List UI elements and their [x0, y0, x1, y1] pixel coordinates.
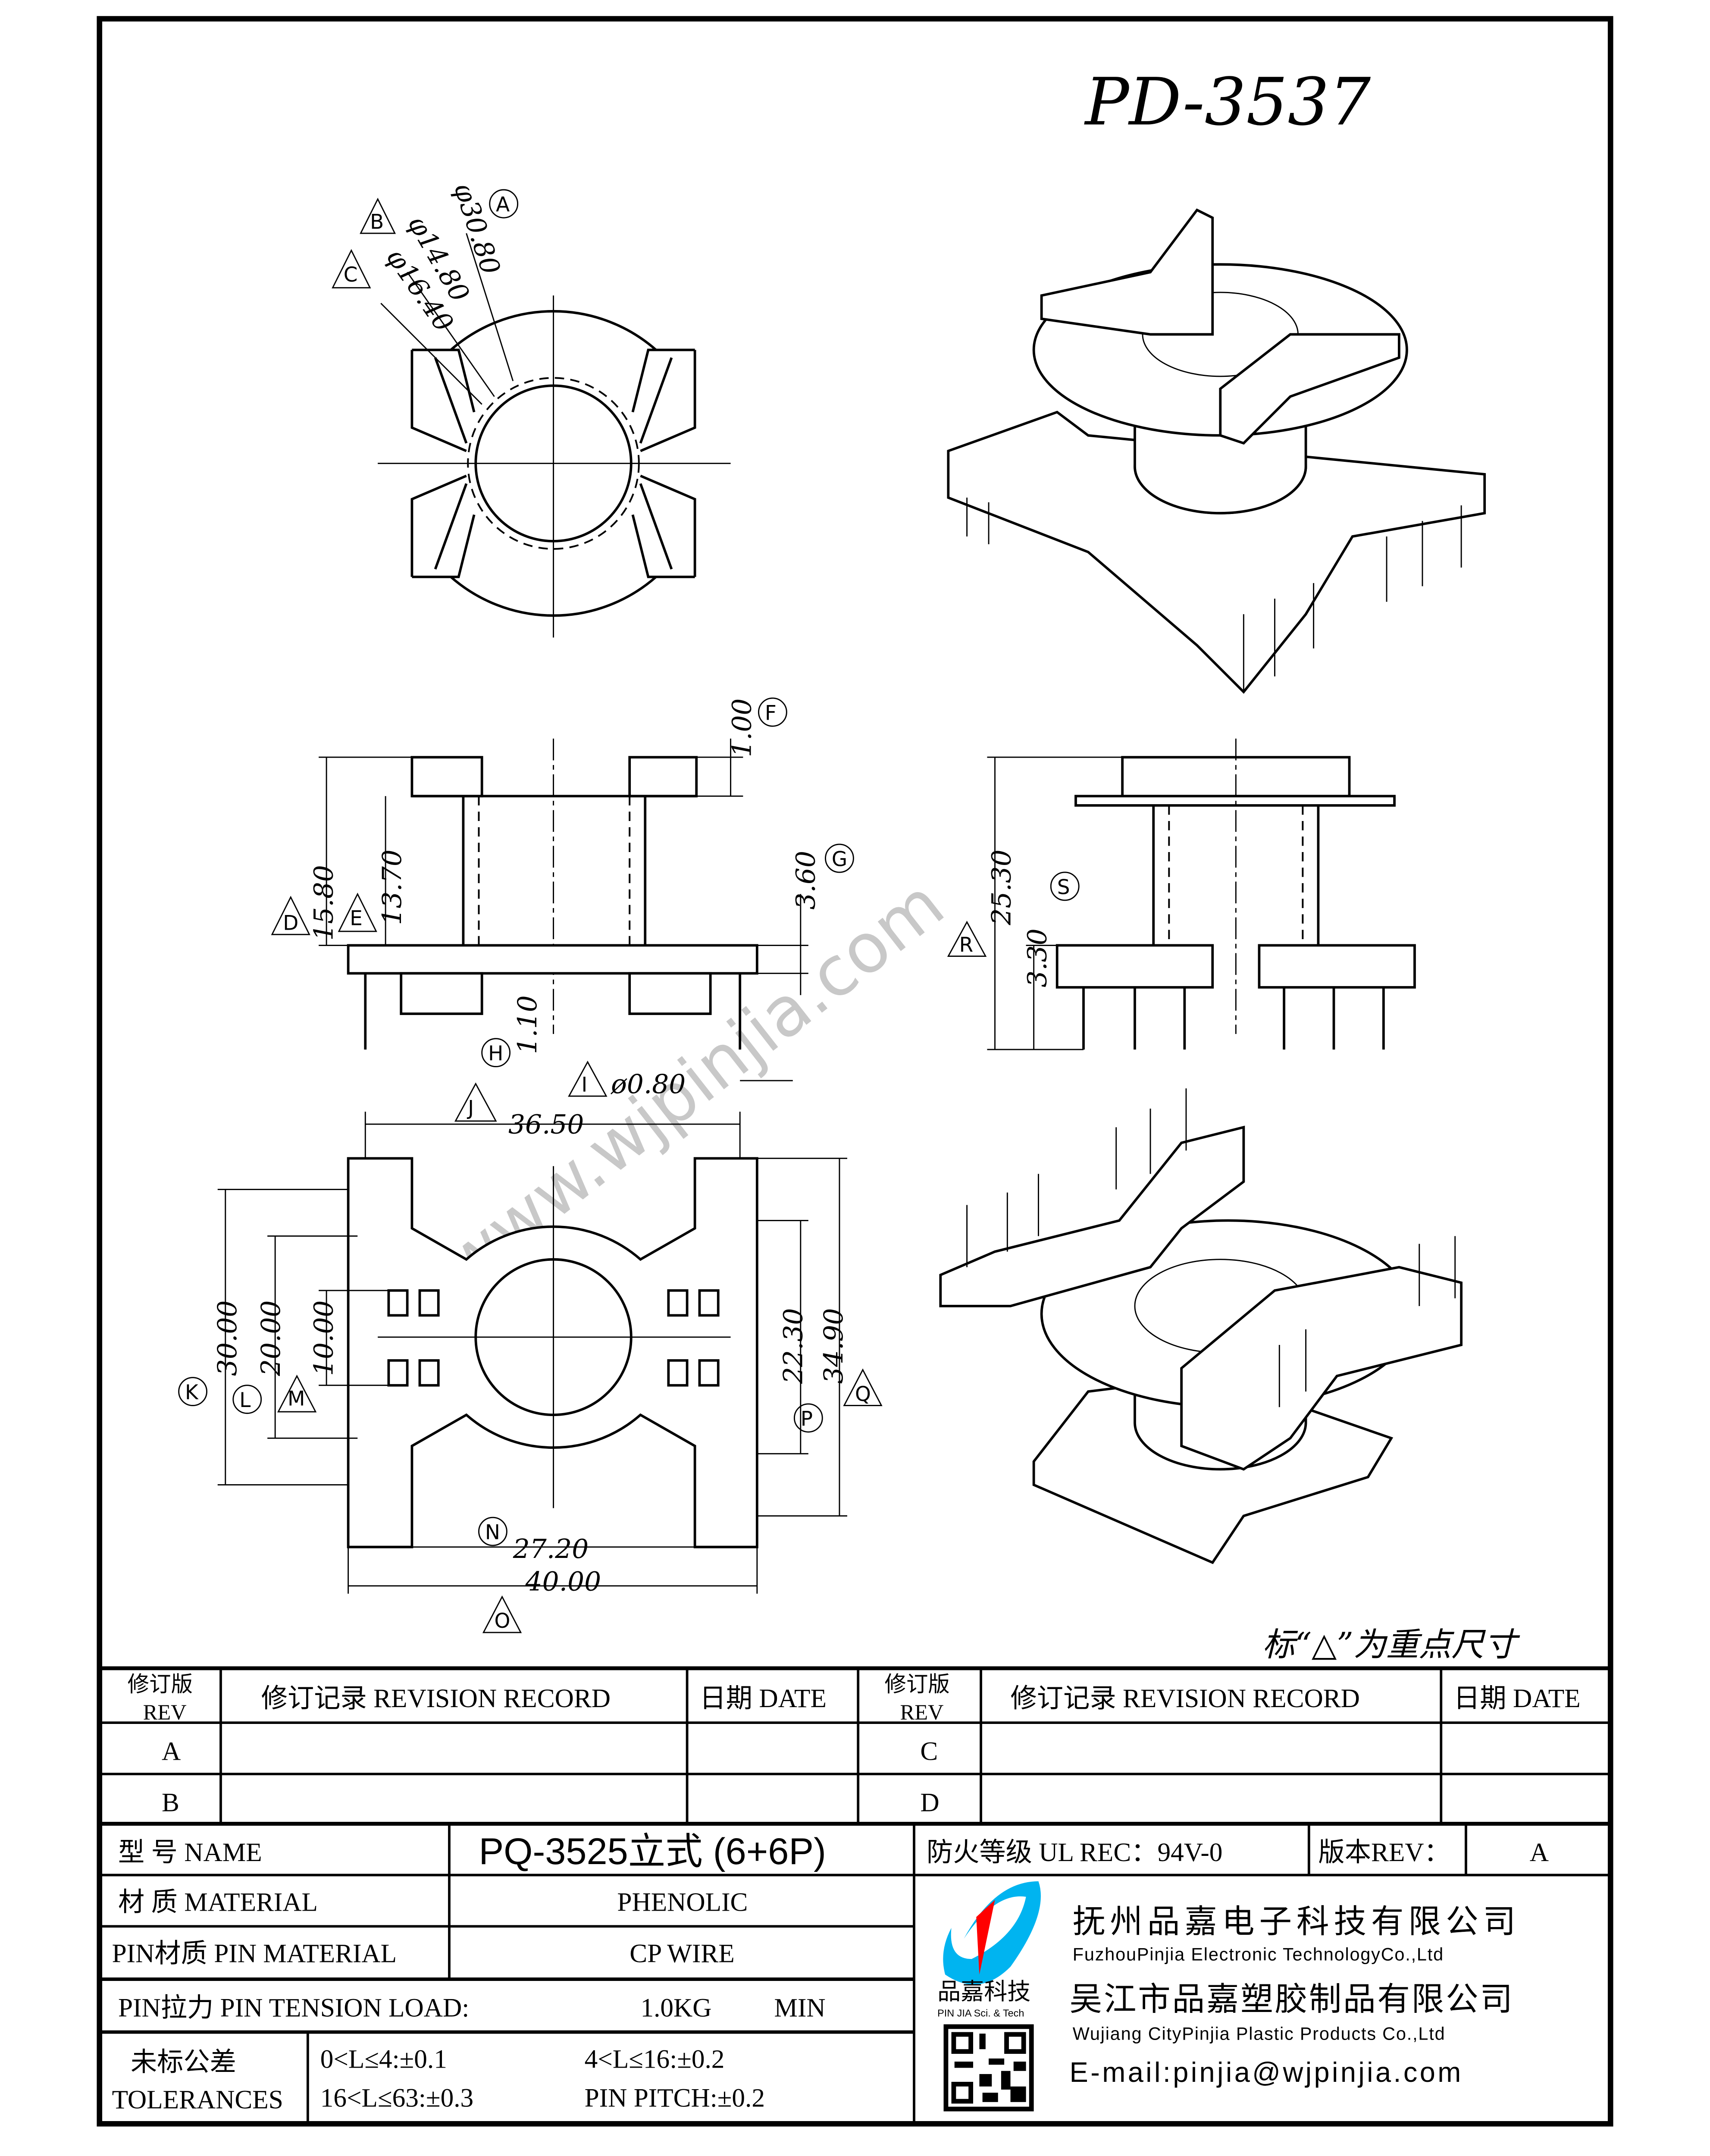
bottom-view: J 36.50 30.00 K 20.00 L 10.00 M N 27.20 … — [178, 1082, 883, 1633]
dim-tag-c: C — [344, 263, 358, 287]
rev-row-c: C — [920, 1737, 938, 1766]
pin-tension-value: 1.0KG — [640, 1993, 711, 2023]
dim-tag-j: J — [467, 1096, 474, 1120]
date-header: 日期 DATE — [699, 1684, 826, 1713]
dim-tag-a: A — [496, 193, 510, 217]
rev-header-cn-2: 修订版 — [885, 1672, 950, 1696]
dim-m: 10.00 — [309, 1300, 339, 1376]
dim-i: ø0.80 — [611, 1069, 686, 1100]
company2-en: Wujiang CityPinjia Plastic Products Co.,… — [1073, 2024, 1446, 2044]
revision-table: 修订版 REV 修订记录 REVISION RECORD 日期 DATE 修订版… — [99, 1666, 1611, 1826]
pin-material-value: CP WIRE — [630, 1939, 734, 1968]
top-view: A φ30.80 B φ14.80 C φ16.40 — [332, 179, 731, 638]
dim-k: 30.00 — [212, 1300, 243, 1376]
dim-d: 15.80 — [309, 865, 339, 940]
pin-tension-unit: MIN — [774, 1993, 826, 2023]
isometric-view-top — [947, 208, 1486, 694]
rev-header-cn: 修订版 — [128, 1672, 193, 1696]
dim-j: 36.50 — [508, 1109, 584, 1140]
dim-tag-m: M — [288, 1387, 305, 1411]
version-label: 版本REV： — [1318, 1838, 1450, 1867]
company1-cn: 抚州品嘉电子科技有限公司 — [1073, 1903, 1520, 1940]
dim-tag-n: N — [485, 1521, 500, 1545]
dim-tag-r: R — [959, 933, 974, 957]
tolerance-label-cn: 未标公差 — [131, 2048, 236, 2077]
record-header-2: 修订记录 REVISION RECORD — [1011, 1684, 1360, 1713]
dim-tag-f: F — [765, 702, 777, 725]
dim-q: 34.90 — [818, 1308, 849, 1384]
drawing-border — [97, 16, 1613, 2127]
dim-g: 3.60 — [790, 851, 821, 909]
tolerance-2: 4<L≤16:±0.2 — [585, 2045, 725, 2074]
date-header-2: 日期 DATE — [1453, 1684, 1580, 1713]
dim-tag-k: K — [185, 1381, 199, 1404]
rev-row-b: B — [162, 1788, 179, 1818]
isometric-view-bottom — [939, 1088, 1463, 1564]
tolerance-3: 16<L≤63:±0.3 — [320, 2084, 473, 2113]
middle-row: 15.80 D 13.70 E 1.00 F 3.60 G 1.10 H I ø… — [271, 697, 1416, 1100]
pin-material-label: PIN材质 PIN MATERIAL — [112, 1939, 397, 1968]
dim-f: 1.00 — [727, 699, 757, 757]
dim-tag-s: S — [1057, 875, 1070, 899]
version-value: A — [1530, 1838, 1549, 1867]
pin-tension-label: PIN拉力 PIN TENSION LOAD: — [118, 1993, 469, 2023]
dim-tag-q: Q — [855, 1382, 871, 1406]
rev-row-d: D — [920, 1788, 939, 1818]
company2-cn: 吴江市品嘉塑胶制品有限公司 — [1070, 1981, 1514, 2018]
dim-s: 3.30 — [1022, 928, 1052, 987]
tolerance-label-en: TOLERANCES — [112, 2085, 283, 2114]
material-label: 材 质 MATERIAL — [118, 1887, 318, 1917]
rev-header-en-2: REV — [900, 1700, 944, 1724]
bottom-row: J 36.50 30.00 K 20.00 L 10.00 M N 27.20 … — [99, 1082, 1611, 2124]
company1-en: FuzhouPinjia Electronic TechnologyCo.,Lt… — [1073, 1944, 1444, 1965]
tolerance-4: PIN PITCH:±0.2 — [585, 2084, 765, 2113]
dim-o: 40.00 — [525, 1567, 601, 1597]
dim-tag-h: H — [488, 1042, 503, 1065]
dim-tag-o: O — [495, 1609, 510, 1633]
dim-n: 27.20 — [513, 1534, 589, 1564]
part-number-title: PD-3537 — [1084, 64, 1371, 140]
side-view: 25.30 R 3.30 S — [947, 738, 1416, 1050]
dim-e: 13.70 — [377, 849, 407, 925]
dim-tag-d: D — [283, 911, 298, 935]
dim-p: 22.30 — [778, 1308, 808, 1384]
name-label: 型 号 NAME — [118, 1838, 262, 1867]
company-email[interactable]: E-mail:pinjia@wjpinjia.com — [1070, 2056, 1463, 2088]
dim-tag-g: G — [832, 848, 847, 871]
dim-tag-i: I — [581, 1073, 587, 1097]
material-value: PHENOLIC — [617, 1887, 748, 1917]
dim-tag-p: P — [801, 1407, 813, 1431]
record-header: 修订记录 REVISION RECORD — [261, 1684, 611, 1713]
name-value: PQ-3525立式 (6+6P) — [479, 1831, 826, 1872]
dim-tag-e: E — [350, 907, 363, 931]
company-block: 品嘉科技 PIN JIA Sci. & Tech 抚州品嘉电子科技有限公司 Fu… — [937, 1881, 1520, 2112]
key-dimension-note: 标“△”为重点尺寸 — [1262, 1626, 1520, 1664]
company-logo — [943, 1881, 1041, 1985]
title-block: 型 号 NAME PQ-3525立式 (6+6P) 防火等级 UL REC：94… — [99, 1824, 1611, 2124]
logo-cn: 品嘉科技 — [937, 1979, 1030, 2005]
dim-h: 1.10 — [512, 995, 543, 1054]
rev-row-a: A — [162, 1737, 181, 1766]
dim-r: 25.30 — [987, 849, 1017, 925]
dim-tag-l: L — [239, 1388, 251, 1412]
front-view: 15.80 D 13.70 E 1.00 F 3.60 G 1.10 H I ø… — [271, 697, 854, 1100]
logo-en: PIN JIA Sci. & Tech — [937, 2008, 1024, 2019]
top-row: A φ30.80 B φ14.80 C φ16.40 — [332, 179, 1486, 694]
fire-rating: 防火等级 UL REC：94V-0 — [927, 1838, 1223, 1867]
rev-header-en: REV — [143, 1700, 187, 1724]
qr-code — [943, 2024, 1034, 2112]
dim-l: 20.00 — [256, 1300, 286, 1376]
dim-tag-b: B — [370, 210, 384, 234]
tolerance-1: 0<L≤4:±0.1 — [320, 2045, 447, 2074]
